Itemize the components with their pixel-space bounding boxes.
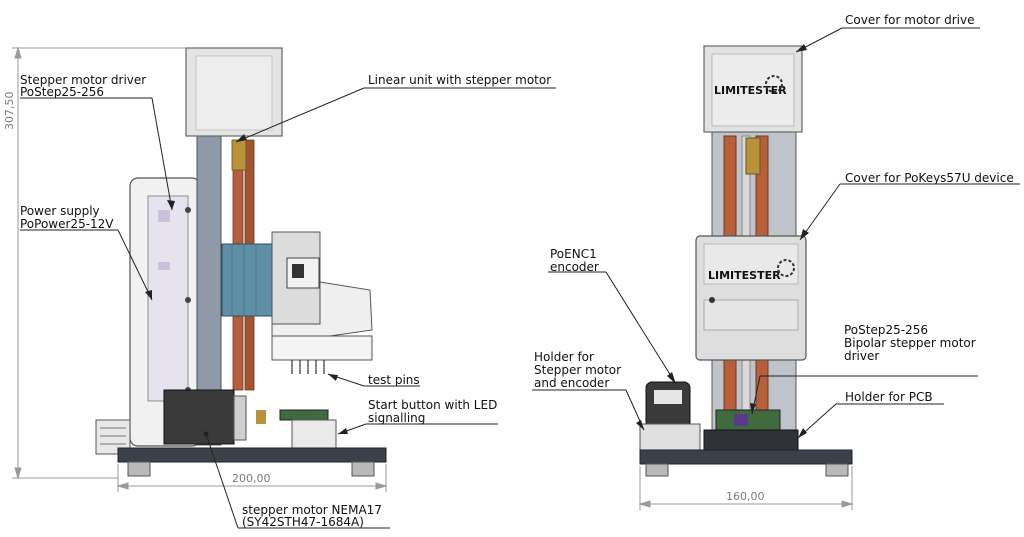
holder-label-line3: and encoder bbox=[534, 376, 609, 390]
motor-label-line1: stepper motor NEMA17 bbox=[242, 503, 382, 517]
holder-pcb-label: Holder for PCB bbox=[845, 390, 933, 404]
gear-icon bbox=[765, 75, 783, 93]
base-plate-side bbox=[117, 447, 387, 463]
motor-holder-front bbox=[639, 423, 701, 451]
callout-driver: Stepper motor driver PoStep25-256 bbox=[20, 73, 175, 211]
start-label-line2: signalling bbox=[368, 411, 425, 425]
test-pins bbox=[291, 360, 325, 374]
callout-linear-unit: Linear unit with stepper motor bbox=[235, 73, 556, 143]
power-label-line1: Power supply bbox=[20, 204, 100, 218]
poenc-label-line2: encoder bbox=[550, 260, 599, 274]
power-label-line2: PoPower25-12V bbox=[20, 217, 114, 231]
postep-label-line2: Bipolar stepper motor bbox=[844, 336, 976, 350]
front-view-assembly: LIMITESTER LIMITESTER 160,00 bbox=[532, 13, 1020, 510]
callout-motor: stepper motor NEMA17 (SY42STH47-1684A) bbox=[203, 431, 390, 529]
height-dimension bbox=[12, 46, 186, 480]
start-button bbox=[291, 419, 337, 449]
callout-test-pins: test pins bbox=[327, 373, 420, 387]
holder-label-line2: Stepper motor bbox=[534, 363, 621, 377]
callout-holder-pcb: Holder for PCB bbox=[797, 390, 944, 439]
motor-label-line2: (SY42STH47-1684A) bbox=[242, 515, 364, 529]
motor-cover-logo: LIMITESTER bbox=[714, 84, 787, 97]
driver-board bbox=[147, 195, 189, 402]
callout-holder-motor: Holder for Stepper motor and encoder bbox=[532, 350, 645, 431]
stepper-motor-body bbox=[163, 389, 235, 445]
callout-cover-pokeys: Cover for PoKeys57U device bbox=[799, 171, 1020, 241]
cover-pokeys-label: Cover for PoKeys57U device bbox=[845, 171, 1014, 185]
poenc-label-line1: PoENC1 bbox=[550, 247, 597, 261]
carriage-block bbox=[221, 243, 275, 317]
driver-label-line2: PoStep25-256 bbox=[20, 85, 104, 99]
pokeys-cover-logo: LIMITESTER bbox=[708, 269, 781, 282]
driver-label-line1: Stepper motor driver bbox=[20, 73, 146, 87]
width-dimension-right-label: 160,00 bbox=[726, 490, 765, 503]
holder-label-line1: Holder for bbox=[534, 350, 594, 364]
callout-cover-motor: Cover for motor drive bbox=[795, 13, 980, 53]
width-dimension-left bbox=[116, 464, 388, 492]
postep-label-line1: PoStep25-256 bbox=[844, 323, 928, 337]
height-dimension-label: 307,50 bbox=[3, 92, 16, 131]
callout-poenc: PoENC1 encoder bbox=[548, 247, 677, 385]
width-dimension-right bbox=[638, 466, 854, 510]
postep-label-line3: driver bbox=[844, 349, 879, 363]
start-button-pcb bbox=[279, 409, 329, 421]
linear-unit-label: Linear unit with stepper motor bbox=[368, 73, 551, 87]
start-label-line1: Start button with LED bbox=[368, 398, 497, 412]
brass-coupler bbox=[231, 139, 247, 171]
callout-power-supply: Power supply PoPower25-12V bbox=[20, 204, 153, 301]
encoder-body-front bbox=[645, 381, 691, 429]
pcb-holder bbox=[703, 429, 799, 451]
width-dimension-left-label: 200,00 bbox=[232, 472, 271, 485]
test-pins-label: test pins bbox=[368, 373, 420, 387]
callout-postep: PoStep25-256 Bipolar stepper motor drive… bbox=[750, 323, 978, 415]
test-pin-block bbox=[271, 335, 373, 361]
callout-start-button: Start button with LED signalling bbox=[337, 398, 498, 435]
base-plate-front bbox=[639, 449, 853, 465]
side-view-assembly: 307,50 bbox=[3, 46, 556, 529]
cover-motor-label: Cover for motor drive bbox=[845, 13, 974, 27]
gear-icon bbox=[777, 259, 795, 277]
